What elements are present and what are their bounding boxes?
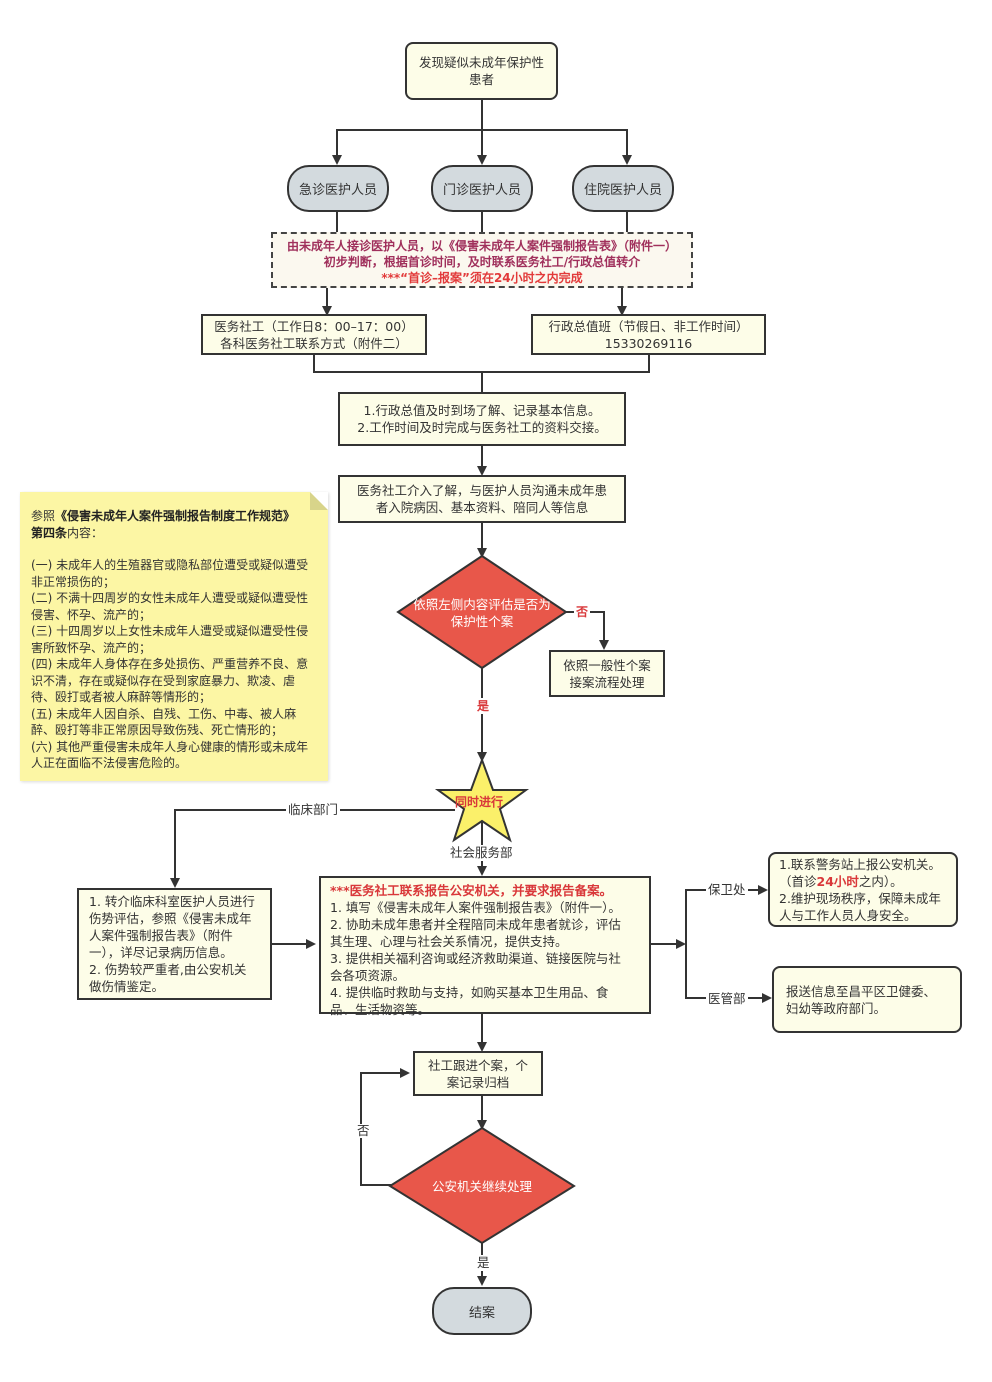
security-line-2-post: 之内）。 [858,873,903,889]
followup-archive-box: 社工跟进个案，个案记录归档 [413,1051,543,1096]
decision1-no-label: 否 [574,604,591,620]
social-service-line: 2. 协助未成年患者并全程陪同未成年患者就诊，评估 [330,917,621,932]
record-info-box: 1.行政总值及时到场了解、记录基本信息。 2.工作时间及时完成与医务社工的资料交接… [338,392,626,446]
decision2-no-label: 否 [355,1124,373,1138]
dashed-line-1: 由未成年人接诊医护人员，以《侵害未成年人案件强制报告表》（附件一） [286,239,677,253]
social-service-headline: ***医务社工联系报告公安机关，并要求报告备案。 [330,883,613,898]
admin-duty-box: 行政总值班（节假日、非工作时间）15330269116 [531,314,766,355]
security-line-3: 2.维护现场秩序，保障未成年 [779,890,941,906]
social-service-line: 4. 提供临时救助与支持，如购买基本卫生用品、食 [330,985,609,1000]
dashed-line-3: ***“首诊–报案”须在24小时之内完成 [381,271,583,285]
admin-duty-hours: 行政总值班（节假日、非工作时间） [548,318,749,334]
end-case-terminal: 结案 [432,1287,532,1335]
social-worker-hours: 医务社工（工作日8：00–17：00） [214,318,414,334]
clinical-line: 伤势评估，参照《侵害未成年 [89,911,252,926]
dashed-line-2: 初步判断，根据首诊时间，及时联系医务社工/行政总值转介 [323,255,641,269]
social-service-line: 会各项资源。 [330,968,406,983]
intervene-line-1: 医务社工介入了解，与医护人员沟通未成年患 [356,483,607,498]
clinical-line: 做伤情鉴定。 [89,979,165,994]
staff-inpatient-label: 住院医护人员 [583,183,662,198]
decision1-line-1: 依照左侧内容评估是否为 [413,597,551,612]
note-title-prefix: 参照 [31,509,56,523]
clinical-department-box: 1. 转介临床科室医护人员进行 伤势评估，参照《侵害未成年 人案件强制报告表》（… [77,888,272,1000]
note-article-rest: 内容： [67,525,104,540]
general-case-line-1: 依照一般性个案 [563,657,651,673]
security-line-1: 1.联系警务站上报公安机关。 [779,856,941,872]
security-line-4: 人与工作人员人身安全。 [779,907,917,923]
medical-admin-box: 报送信息至昌平区卫健委、 妇幼等政府部门。 [772,966,962,1033]
social-worker-contact: 各科医务社工联系方式（附件二） [220,335,408,351]
medical-admin-line-2: 妇幼等政府部门。 [786,1000,887,1016]
clinical-line: 2. 伤势较严重者,由公安机关 [89,962,247,977]
staff-outpatient: 门诊医护人员 [431,165,533,212]
start-line-2: 患者 [468,72,494,87]
star-label: 同时进行 [455,795,504,809]
note-item: (六) 其他严重侵害未成年人身心健康的情形或未成年人正在面临不法侵害危险的。 [31,739,309,771]
medical-admin-line-1: 报送信息至昌平区卫健委、 [786,983,937,999]
followup-line-2: 案记录归档 [446,1074,510,1090]
staff-inpatient: 住院医护人员 [572,165,674,212]
general-case-box: 依照一般性个案接案流程处理 [549,650,665,697]
note-item: (三) 十四周岁以上女性未成年人遭受或疑似遭受性侵害所致怀孕、流产的； [31,624,309,655]
general-case-line-2: 接案流程处理 [569,674,645,690]
clinical-line: 一），详尽记录病历信息。 [89,945,233,960]
note-article: 第四条 [31,525,68,540]
decision2-yes-label: 是 [475,1255,492,1271]
clinical-line: 人案件强制报告表》（附件 [89,928,233,943]
start-line-1: 发现疑似未成年保护性 [418,55,544,70]
note-item: (五) 未成年人因自杀、自残、工伤、中毒、被人麻醉、殴打等非正常原因导致伤残、死… [31,706,297,738]
decision-police-text: 公安机关继续处理 [431,1179,532,1194]
note-item: (一) 未成年人的生殖器官或隐私部位遭受或疑似遭受非正常损伤的； [31,558,309,589]
social-service-line: 品、生活物资等。 [330,1002,431,1017]
record-step-1: 1.行政总值及时到场了解、记录基本信息。 [363,403,601,418]
note-title: 参照《侵害未成年人案件强制报告制度工作规范》第四条内容： [31,508,318,541]
reference-regulation-note: 参照《侵害未成年人案件强制报告制度工作规范》第四条内容： (一) 未成年人的生殖… [20,492,328,781]
start-box: 发现疑似未成年保护性患者 [405,42,558,100]
followup-line-1: 社工跟进个案，个 [427,1057,528,1073]
security-line-2-pre: （首诊 [779,873,817,889]
initial-assessment-note: 由未成年人接诊医护人员，以《侵害未成年人案件强制报告表》（附件一） 初步判断，根… [271,232,693,288]
social-service-line: 其生理、心理与社会关系情况，提供支持。 [330,934,568,949]
admin-duty-phone: 15330269116 [604,335,693,351]
decision-diamond-protective-case [396,554,568,670]
decision1-yes-label: 是 [475,698,492,714]
intervene-line-2: 者入院病因、基本资料、陪同人等信息 [375,500,589,515]
social-service-line: 1. 填写《侵害未成年人案件强制报告表》（附件一）。 [330,900,621,915]
staff-outpatient-label: 门诊医护人员 [442,183,521,198]
security-office-box: 1.联系警务站上报公安机关。 （首诊24小时之内）。 2.维护现场秩序，保障未成… [768,852,958,927]
clinical-line: 1. 转介临床科室医护人员进行 [89,894,255,909]
staff-emergency-label: 急诊医护人员 [298,183,377,198]
branch-social-service-label: 社会服务部 [448,845,515,861]
staff-emergency: 急诊医护人员 [287,165,389,212]
social-worker-box: 医务社工（工作日8：00–17：00）各科医务社工联系方式（附件二） [201,314,427,355]
branch-security-label: 保卫处 [706,882,748,898]
security-24h: 24小时 [816,873,859,889]
note-item: (二) 不满十四周岁的女性未成年人遭受或疑似遭受性侵害、怀孕、流产的； [31,591,309,622]
decision-protective-text: 依照左侧内容评估是否为保护性个案 [402,596,562,630]
note-fold-corner [310,492,328,510]
social-service-line: 3. 提供相关福利咨询或经济救助渠道、链接医院与社 [330,951,621,966]
security-line-2: （首诊24小时之内）。 [779,873,941,890]
branch-medical-admin-label: 医管部 [706,991,748,1007]
decision-diamond-police [388,1126,576,1245]
note-item: (四) 未成年人身体存在多处损伤、严重营养不良、意识不清，存在或疑似存在受到家庭… [31,657,309,704]
branch-clinical-label: 临床部门 [286,802,341,818]
end-label: 结案 [468,1305,495,1321]
record-step-2: 2.工作时间及时完成与医务社工的资料交接。 [357,420,607,435]
social-worker-intervene-box: 医务社工介入了解，与医护人员沟通未成年患者入院病因、基本资料、陪同人等信息 [338,475,626,523]
social-service-box: ***医务社工联系报告公安机关，并要求报告备案。 1. 填写《侵害未成年人案件强… [319,876,651,1017]
decision1-line-2: 保护性个案 [450,614,514,629]
note-title-regulation: 《侵害未成年人案件强制报告制度工作规范》 [55,509,296,523]
